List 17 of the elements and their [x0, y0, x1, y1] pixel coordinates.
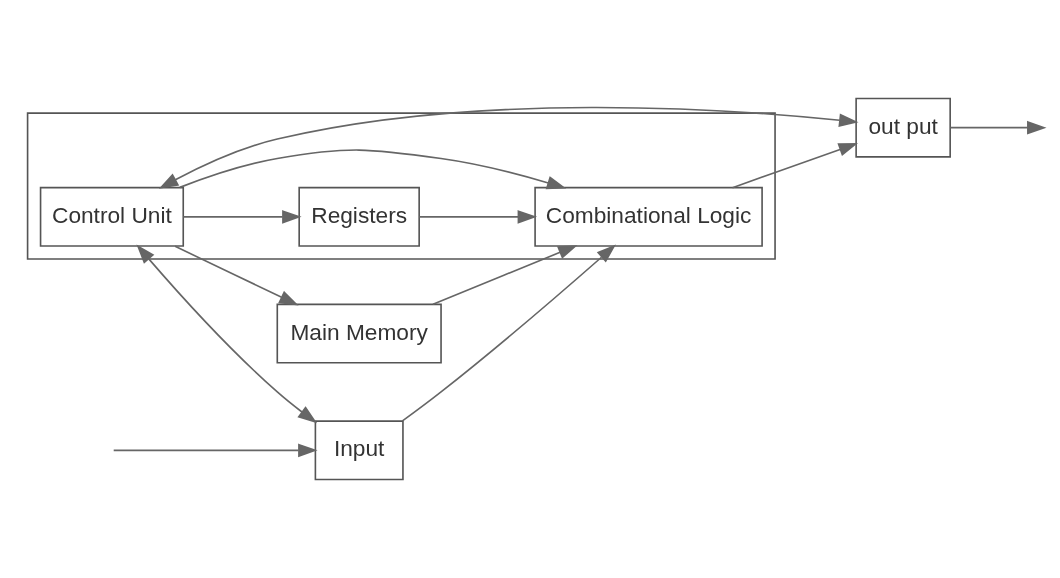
arrow — [179, 149, 567, 190]
node-box: Control Unit — [39, 186, 185, 247]
arrow — [174, 245, 299, 306]
arrow — [112, 443, 318, 458]
arrow — [182, 210, 302, 224]
node-box: Combinational Logic — [534, 186, 763, 247]
node-box: out put — [855, 97, 951, 158]
node-box: Main Memory — [276, 303, 442, 364]
node-box: Input — [314, 420, 404, 481]
arrow — [731, 143, 859, 189]
node-box: Registers — [298, 186, 420, 247]
arrow — [432, 245, 578, 305]
arrow — [949, 120, 1047, 135]
arrow — [401, 244, 616, 422]
arrow — [418, 210, 538, 224]
arrow — [158, 106, 859, 189]
arrow — [136, 244, 318, 424]
